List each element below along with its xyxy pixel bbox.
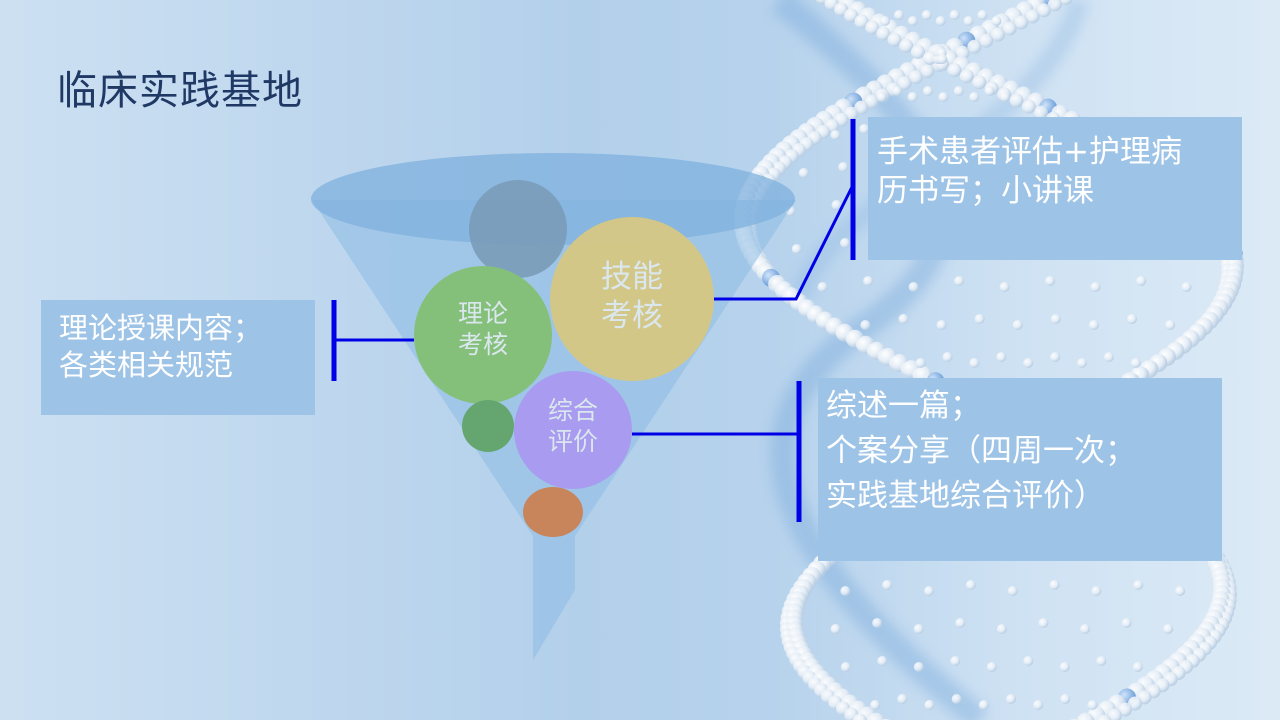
label-line: 技能 — [601, 259, 663, 295]
label-line: 综合 — [548, 396, 598, 425]
bubble-theory-label: 理论 考核 — [443, 298, 523, 361]
label-line: 考核 — [458, 330, 508, 359]
bubble-skill-label: 技能 考核 — [582, 258, 682, 336]
box-line: 综述一篇； — [826, 384, 1222, 429]
box-line: 个案分享（四周一次； — [826, 429, 1222, 474]
box-line: 历书写；小讲课 — [877, 172, 1242, 211]
bubble-small-green — [462, 400, 514, 452]
bubble-top-gray — [469, 180, 567, 278]
bubble-comprehensive-label: 综合 评价 — [533, 395, 613, 458]
bottom-right-info-box: 综述一篇； 个案分享（四周一次； 实践基地综合评价） — [818, 378, 1222, 561]
label-line: 考核 — [601, 298, 663, 334]
top-right-info-box: 手术患者评估+护理病 历书写；小讲课 — [868, 117, 1242, 260]
bubble-bottom-orange — [523, 487, 583, 537]
box-line: 理论授课内容； — [59, 310, 315, 347]
box-line: 手术患者评估+护理病 — [877, 133, 1242, 172]
box-line: 各类相关规范 — [59, 347, 315, 384]
label-line: 评价 — [548, 427, 598, 456]
label-line: 理论 — [458, 299, 508, 328]
left-info-box: 理论授课内容； 各类相关规范 — [41, 300, 315, 415]
box-line: 实践基地综合评价） — [826, 474, 1222, 519]
